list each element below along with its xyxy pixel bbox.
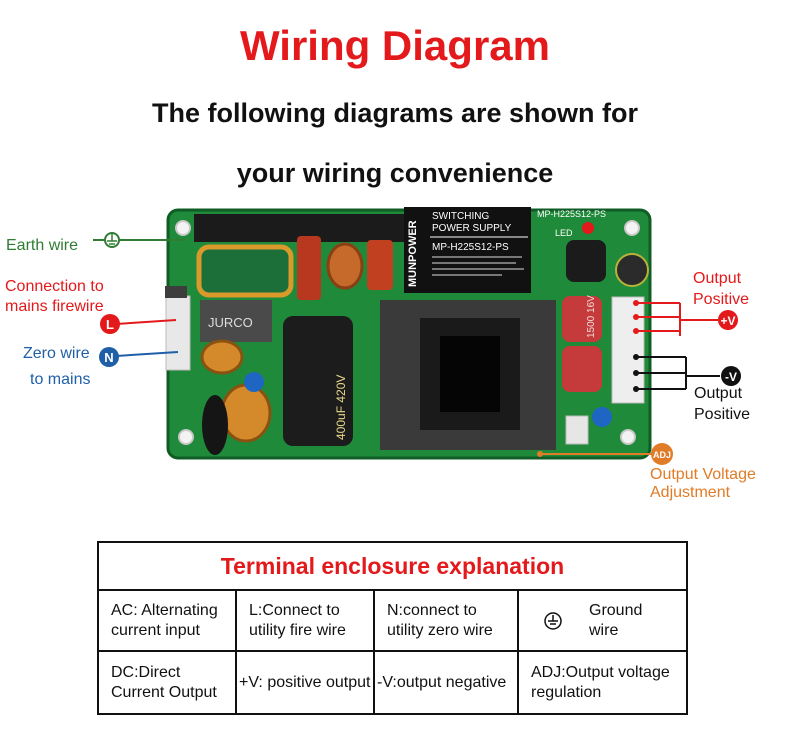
output-capacitor <box>562 296 602 342</box>
table-cell: AC: Alternating current input <box>97 589 237 652</box>
label-title-2: POWER SUPPLY <box>432 223 512 234</box>
plus-v-badge-text: +V <box>720 314 735 328</box>
pcb-model-print: MP-H225S12-PS <box>537 209 606 219</box>
small-capacitor <box>615 253 649 287</box>
inductor-coil <box>326 242 364 290</box>
input-connector <box>165 295 191 371</box>
table-cell: L:Connect to utility fire wire <box>235 589 375 652</box>
mounting-hole <box>178 429 194 445</box>
ground-wire-text: Ground wire <box>589 601 643 639</box>
fuse <box>165 286 187 298</box>
fire-wire-label-2: mains firewire <box>5 298 104 315</box>
mounting-hole <box>624 220 640 236</box>
minus-v-badge <box>721 366 741 386</box>
n-badge-text: N <box>104 350 113 365</box>
positive-output-bracket <box>636 302 718 336</box>
ground-icon <box>544 612 562 630</box>
label-model: MP-H225S12-PS <box>432 242 509 253</box>
toroid-coil <box>220 383 272 443</box>
terminal-explanation-table: Terminal enclosure explanation AC: Alter… <box>97 541 688 715</box>
thermistor <box>202 395 228 455</box>
table-cell: +V: positive output <box>235 650 375 715</box>
bulk-capacitor <box>283 316 353 446</box>
adj-label-1: Output Voltage <box>650 466 756 483</box>
output-negative-label-1: Output <box>694 385 743 402</box>
output-positive-label-2: Positive <box>693 291 750 308</box>
table-cell: DC:Direct Current Output <box>97 650 237 715</box>
table-cell: ADJ:Output voltage regulation <box>517 650 688 715</box>
x-capacitor <box>297 236 321 300</box>
earth-wire-label: Earth wire <box>6 237 79 254</box>
adj-connector <box>565 415 589 445</box>
table-cell: -V:output negative <box>373 650 519 715</box>
plus-v-badge <box>718 310 738 330</box>
negative-output-bracket <box>636 356 720 390</box>
brand-text: MUNPOWER <box>407 220 419 287</box>
output-positive-label-1: Output <box>693 270 742 287</box>
mounting-hole <box>175 220 191 236</box>
line-choke <box>196 244 294 298</box>
fire-wire-label-1: Connection to <box>5 278 104 295</box>
mounting-hole <box>620 429 636 445</box>
trimmer-block <box>566 240 606 282</box>
table-row: AC: Alternating current input L:Connect … <box>97 589 688 652</box>
toroid-coil <box>200 339 244 375</box>
subtitle-line-1: The following diagrams are shown for <box>151 98 639 128</box>
zero-wire-line <box>115 351 179 357</box>
led-label: LED <box>555 228 573 238</box>
label-title: SWITCHING <box>432 211 489 222</box>
table-header: Terminal enclosure explanation <box>97 541 688 591</box>
x-capacitor <box>367 240 393 290</box>
subtitle-line-2: your wiring convenience <box>236 158 554 188</box>
table-row: DC:Direct Current Output +V: positive ou… <box>97 650 688 715</box>
l-badge <box>100 314 120 334</box>
adj-badge <box>651 443 673 465</box>
fire-wire-line <box>115 319 177 325</box>
adj-badge-text: ADJ <box>653 450 671 460</box>
minus-v-badge-text: -V <box>725 370 737 384</box>
n-badge <box>99 347 119 367</box>
table-cell-ground: Ground wire <box>517 589 688 652</box>
y-capacitor <box>244 372 264 392</box>
led-indicator <box>582 222 594 234</box>
page-title: Wiring Diagram <box>240 22 550 69</box>
y-capacitor <box>592 407 612 427</box>
zero-wire-label-2: to mains <box>30 371 91 388</box>
wiring-diagram: MUNPOWER SWITCHING POWER SUPPLY MP-H225S… <box>93 207 741 465</box>
l-badge-text: L <box>106 317 114 332</box>
zero-wire-label-1: Zero wire <box>23 345 90 362</box>
table-cell: N:connect to utility zero wire <box>373 589 519 652</box>
output-cap-rating: 1500 16V <box>586 295 597 338</box>
output-connector <box>611 296 645 404</box>
output-negative-label-2: Positive <box>694 406 751 423</box>
output-capacitor <box>562 346 602 392</box>
adj-label-2: Adjustment <box>650 484 731 501</box>
common-mode-choke <box>200 300 272 342</box>
choke-brand: JURCO <box>208 315 253 330</box>
bulk-cap-rating: 400uF 420V <box>334 375 348 440</box>
